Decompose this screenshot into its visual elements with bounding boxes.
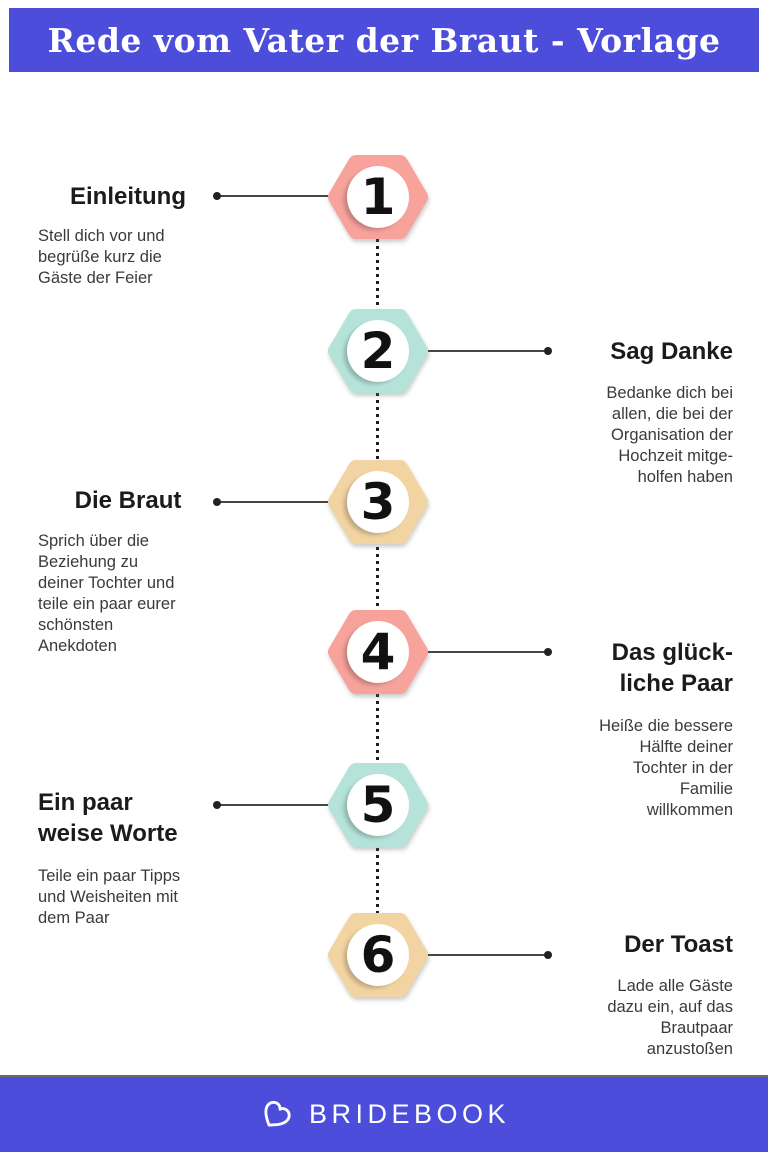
connector-dot	[544, 347, 552, 355]
step-description-5: Teile ein paar Tipps und Weisheiten mit …	[38, 867, 181, 927]
step-description-6: Lade alle Gäste dazu ein, auf das Brautp…	[607, 977, 733, 1058]
step-number: 2	[361, 322, 396, 380]
number-circle	[347, 320, 409, 382]
step-description-3: Sprich über die Beziehung zu deiner Toch…	[38, 532, 176, 655]
hexagon-badge-5: 5	[326, 758, 430, 852]
step-title-6: Der Toast	[624, 931, 733, 958]
step-title-1: Einleitung	[70, 183, 186, 210]
step-number: 6	[361, 926, 396, 984]
connector-dot	[213, 498, 221, 506]
hexagon-badge-4: 4	[326, 605, 430, 699]
number-circle	[347, 774, 409, 836]
page-title: Rede vom Vater der Braut - Vorlage	[47, 20, 721, 60]
step-title-4: Das glück- liche Paar	[611, 639, 733, 697]
step-title-3: Die Braut	[74, 487, 182, 514]
connector-dot	[544, 648, 552, 656]
connector-step-5	[213, 801, 328, 809]
step-number: 5	[361, 776, 396, 834]
number-circle	[347, 166, 409, 228]
connector-step-2	[428, 347, 552, 355]
footer-banner: BRIDEBOOK	[0, 1075, 768, 1152]
hexagon-badge-6: 6	[326, 908, 430, 1002]
step-title-5: Ein paar weise Worte	[38, 789, 178, 847]
connector-step-4	[428, 648, 552, 656]
connector-step-3	[213, 498, 328, 506]
step-number: 1	[361, 168, 396, 226]
header-banner: Rede vom Vater der Braut - Vorlage	[9, 8, 759, 72]
number-circle	[347, 924, 409, 986]
hexagon-badge-3: 3	[326, 455, 430, 549]
connector-step-6	[428, 951, 552, 959]
step-description-4: Heiße die bessere Hälfte deiner Tochter …	[599, 717, 733, 819]
connector-dot	[213, 192, 221, 200]
hexagon-badge-1: 1	[326, 150, 430, 244]
step-description-2: Bedanke dich bei allen, die bei der Orga…	[606, 384, 733, 486]
number-circle	[347, 471, 409, 533]
connector-dot	[544, 951, 552, 959]
timeline-dotted-line	[376, 197, 379, 955]
connector-step-1	[213, 192, 328, 200]
step-description-1: Stell dich vor und begrüße kurz die Gäst…	[38, 227, 165, 287]
step-number: 4	[361, 623, 396, 681]
step-number: 3	[361, 473, 396, 531]
brand-name: BRIDEBOOK	[308, 1099, 511, 1129]
step-title-2: Sag Danke	[610, 338, 733, 365]
hexagon-badge-2: 2	[326, 304, 430, 398]
heart-outline-icon	[264, 1100, 291, 1127]
number-circle	[347, 621, 409, 683]
connector-dot	[213, 801, 221, 809]
